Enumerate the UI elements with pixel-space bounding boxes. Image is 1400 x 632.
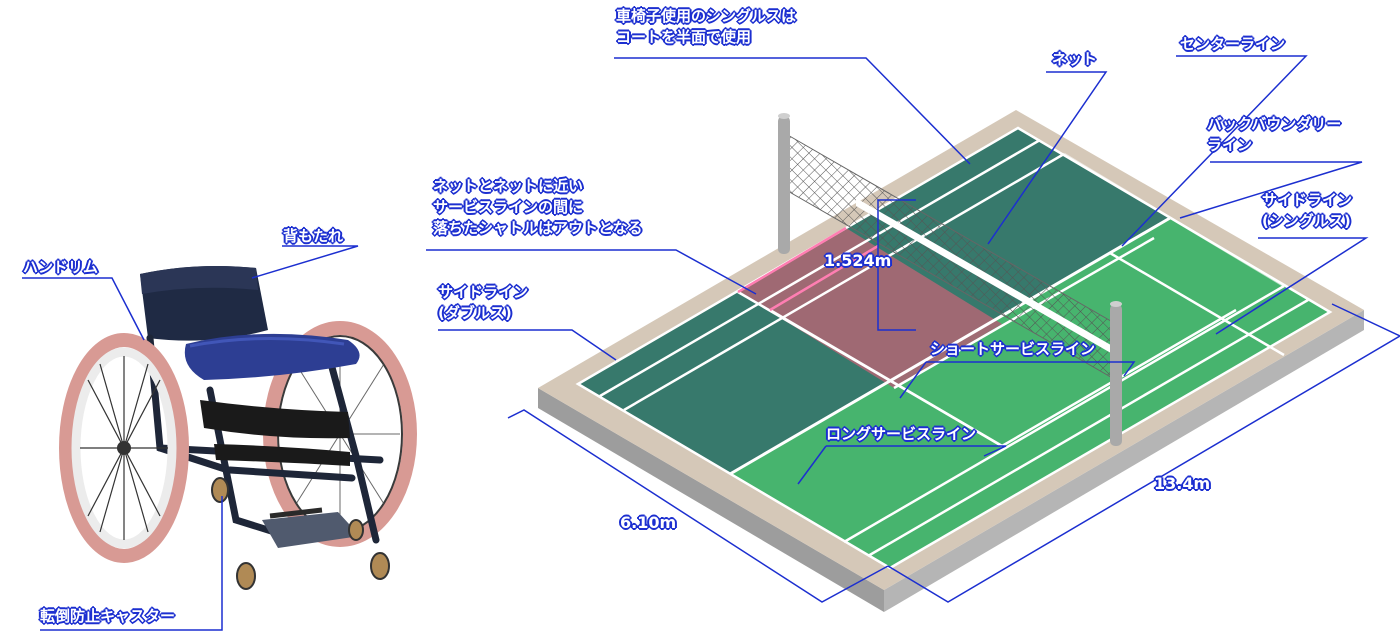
label-short-service-line: ショートサービスライン <box>930 340 1096 358</box>
casters <box>211 477 390 590</box>
label-net: ネット <box>1052 50 1098 68</box>
label-side-singles: サイドライン (シングルス) <box>1262 191 1353 230</box>
dimension-width: 6.10m <box>620 513 677 532</box>
net-tape <box>856 198 1116 356</box>
label-long-service-line: ロングサービスライン <box>826 425 977 443</box>
badminton-court <box>426 55 1400 612</box>
left-wheel <box>59 333 189 563</box>
platform-left-face <box>538 388 884 612</box>
label-net-zone-out: ネットとネットに近い サービスラインの間に 落ちたシャトルはアウトとなる <box>433 177 643 237</box>
net-posts <box>778 113 1122 446</box>
court-leader-lines <box>426 55 1400 603</box>
out-zone-lines <box>737 226 879 312</box>
label-handrim: ハンドリム <box>23 258 99 276</box>
label-back-boundary: バックバウンダリー ライン <box>1207 115 1342 154</box>
dimension-net-height: 1.524m <box>824 251 892 270</box>
handrim <box>71 347 177 549</box>
dimension-length: 13.4m <box>1154 474 1211 493</box>
wheelchair-leader-lines <box>22 245 359 631</box>
label-wheelchair-singles: 車椅子使用のシングルスは コートを半面で使用 <box>616 7 797 46</box>
seat-cushion <box>184 333 360 380</box>
platform-right-face <box>884 310 1364 612</box>
label-anti-tip-caster: 転倒防止キャスター <box>40 607 176 625</box>
label-backrest: 背もたれ <box>283 227 344 245</box>
label-side-doubles: サイドライン (ダブルス) <box>438 283 529 322</box>
court-active-half <box>730 218 1330 568</box>
wheelchair-illustration <box>22 245 417 631</box>
label-center-line: センターライン <box>1180 35 1286 53</box>
net-height-bracket <box>877 199 916 331</box>
net-zone-out <box>738 228 1002 388</box>
footrest <box>262 512 360 548</box>
